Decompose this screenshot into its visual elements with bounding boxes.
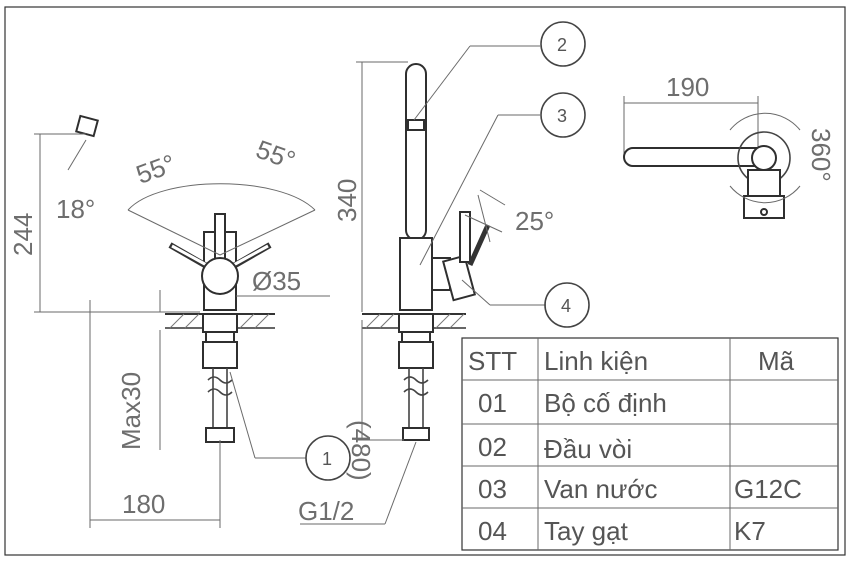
row3-code: G12C — [734, 474, 802, 504]
front-view: 244 18° 55° 55° Ø35 Max30 180 1 — [8, 52, 351, 528]
angle-18-label: 18° — [56, 194, 95, 224]
angle-55-right-label: 55° — [252, 134, 299, 176]
side-spout — [405, 63, 427, 241]
row4-component: Tay gạt — [544, 516, 629, 546]
row3-component: Van nước — [544, 474, 657, 504]
aerator — [75, 114, 99, 138]
row1-stt: 01 — [478, 388, 507, 418]
row4-code: K7 — [734, 516, 766, 546]
hose-connector-side — [402, 427, 430, 441]
length-190-label: 190 — [666, 72, 709, 102]
height-244-label: 244 — [8, 213, 38, 256]
hose-connector-front — [205, 427, 235, 443]
callout-2 — [540, 21, 586, 67]
callout-3-label: 3 — [557, 106, 567, 126]
diameter-35-label: Ø35 — [252, 266, 301, 296]
callout-4 — [544, 282, 590, 328]
height-340-label: 340 — [332, 179, 362, 222]
parts-table: STT Linh kiện Mã 01 Bộ cố định 02 Đầu vò… — [461, 337, 839, 551]
rotation-360-label: 360° — [806, 128, 836, 182]
mounting-nut — [202, 341, 238, 369]
callout-2-label: 2 — [557, 35, 567, 55]
side-body — [399, 237, 433, 311]
angle-arc — [127, 183, 316, 211]
row4-stt: 04 — [478, 516, 507, 546]
callout-1 — [305, 435, 351, 481]
spout-fill — [81, 52, 227, 232]
side-view: 340 25° (480) G1/2 2 3 4 — [298, 21, 590, 526]
height-480-label: (480) — [346, 420, 376, 481]
drawing-frame — [4, 6, 846, 556]
callout-3 — [540, 92, 586, 138]
width-180-label: 180 — [122, 489, 165, 519]
row1-component: Bộ cố định — [544, 388, 667, 418]
header-component: Linh kiện — [544, 346, 648, 376]
side-lever-base — [441, 254, 477, 302]
top-view: 190 360° — [623, 72, 836, 219]
side-lever — [459, 211, 471, 263]
max-30-label: Max30 — [116, 372, 146, 450]
angle-55-left-label: 55° — [132, 148, 179, 190]
cartridge — [201, 257, 239, 295]
header-stt: STT — [468, 346, 517, 376]
thread-label: G1/2 — [298, 496, 354, 526]
callout-4-label: 4 — [561, 296, 571, 316]
angle-25-label: 25° — [515, 206, 554, 236]
callout-1-label: 1 — [322, 449, 332, 469]
header-code: Mã — [758, 346, 795, 376]
row3-stt: 03 — [478, 474, 507, 504]
row2-component: Đầu vòi — [544, 434, 632, 464]
row2-stt: 02 — [478, 432, 507, 462]
rotation-arc — [729, 112, 801, 131]
